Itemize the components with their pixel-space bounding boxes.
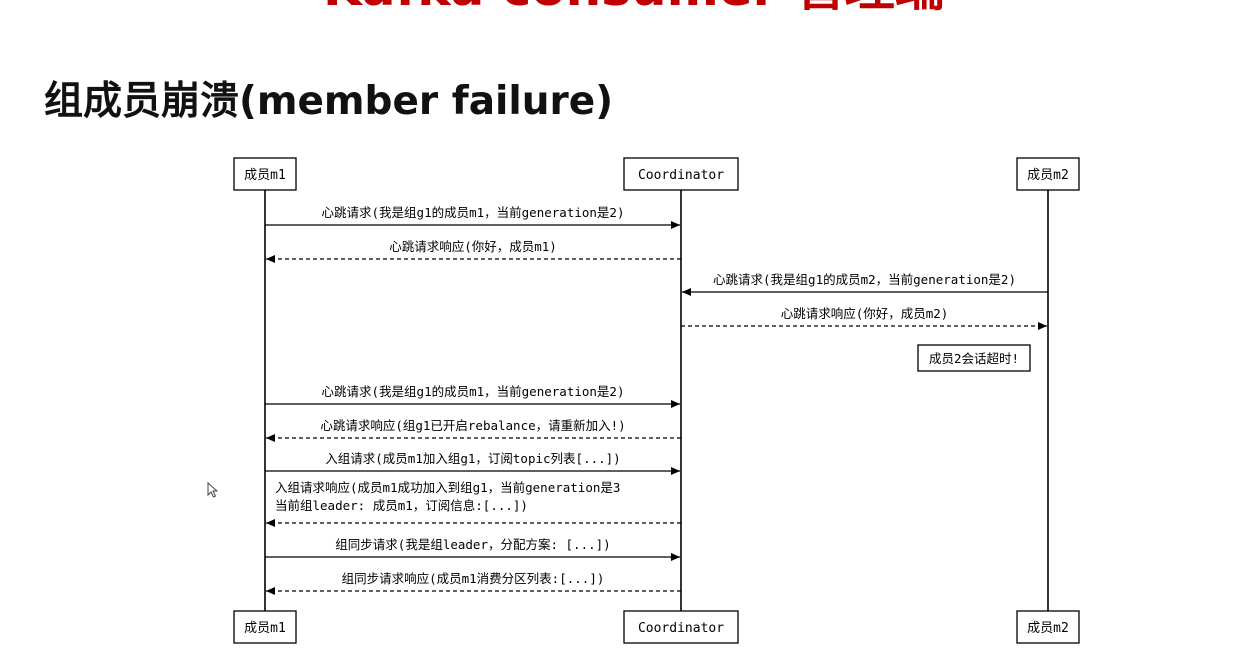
participant-label-coordinator-top: Coordinator <box>638 168 724 183</box>
participant-label-m1-bottom: 成员m1 <box>244 621 286 636</box>
message-label-7: 入组请求(成员m1加入组g1，订阅topic列表[...]) <box>325 451 620 466</box>
participant-box-m2-top <box>1016 157 1080 191</box>
message-label-10: 组同步请求响应(成员m1消费分区列表:[...]) <box>342 571 605 586</box>
message-label-8-line-1: 入组请求响应(成员m1成功加入到组g1，当前generation是3 <box>275 480 620 495</box>
participant-box-coordinator-top <box>623 157 739 191</box>
message-label-8-line-2: 当前组leader: 成员m1，订阅信息:[...]) <box>275 498 528 513</box>
slide-title: 组成员崩溃(member failure) <box>44 79 614 124</box>
note-text: 成员2会话超时! <box>929 351 1019 366</box>
top-title-clipped: Kafka consumer 管理端 <box>323 0 1023 18</box>
participant-box-m1-bottom <box>233 610 297 644</box>
message-label-3: 心跳请求(我是组g1的成员m2，当前generation是2) <box>713 272 1016 287</box>
message-label-5: 心跳请求(我是组g1的成员m1，当前generation是2) <box>322 384 625 399</box>
message-label-4: 心跳请求响应(你好，成员m2) <box>781 306 949 321</box>
participant-box-m2-bottom <box>1016 610 1080 644</box>
message-label-1: 心跳请求(我是组g1的成员m1，当前generation是2) <box>322 205 625 220</box>
participant-box-coordinator-bottom <box>623 610 739 644</box>
message-label-9: 组同步请求(我是组leader，分配方案: [...]) <box>335 537 610 552</box>
note-box <box>917 344 1031 372</box>
message-label-2: 心跳请求响应(你好，成员m1) <box>389 239 557 254</box>
participant-label-m1-top: 成员m1 <box>244 168 286 183</box>
message-label-6: 心跳请求响应(组g1已开启rebalance，请重新加入!) <box>320 418 625 433</box>
participant-box-m1-top <box>233 157 297 191</box>
participant-label-m2-bottom: 成员m2 <box>1027 621 1069 636</box>
participant-label-m2-top: 成员m2 <box>1027 168 1069 183</box>
mouse-cursor-icon <box>207 481 219 502</box>
participant-label-coordinator-bottom: Coordinator <box>638 621 724 636</box>
